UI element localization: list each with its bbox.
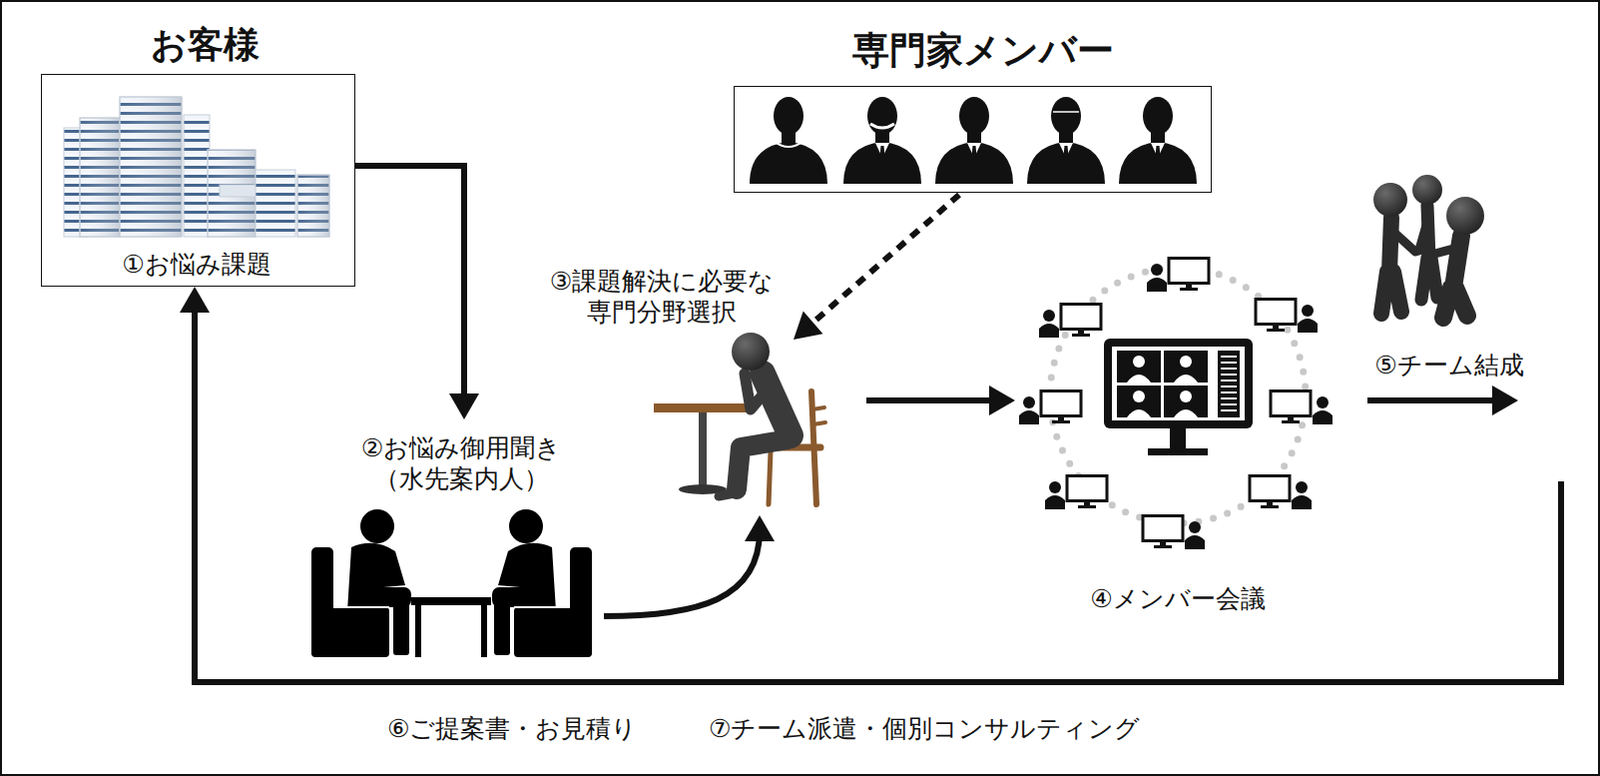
connector-line bbox=[355, 165, 465, 404]
arrow-head bbox=[449, 393, 480, 420]
arrow-head bbox=[989, 385, 1016, 416]
connector-line bbox=[1367, 397, 1503, 404]
flow-arrow bbox=[603, 515, 775, 616]
arrow-head bbox=[1492, 385, 1519, 416]
arrow-head bbox=[744, 515, 775, 541]
step-text: ①お悩み課題 bbox=[51, 248, 342, 280]
meeting-table bbox=[411, 596, 492, 657]
flow-arrow bbox=[1367, 385, 1519, 416]
online-meeting-illustration bbox=[1019, 258, 1333, 550]
group-heading: 専門家メンバー bbox=[818, 27, 1148, 74]
building-illustration bbox=[63, 96, 330, 237]
arrow-head bbox=[179, 286, 210, 313]
flow-arrow bbox=[355, 165, 480, 420]
flow-arrow bbox=[866, 385, 1016, 416]
group-heading: お客様 bbox=[104, 21, 305, 67]
expert-box: 専門家メンバー bbox=[733, 85, 1212, 193]
arrow-head bbox=[793, 311, 823, 340]
connector-line bbox=[866, 397, 1000, 404]
customer-box: お客様①お悩み課題 bbox=[40, 73, 356, 287]
step-caption: ⑥ご提案書・お見積り bbox=[383, 712, 641, 744]
step-text: ⑤チーム結成 bbox=[1361, 349, 1538, 381]
step-area: ⑤チーム結成 bbox=[1372, 174, 1568, 482]
flow-arrow bbox=[179, 286, 1562, 682]
connector-line bbox=[805, 194, 960, 330]
dashed-arrow bbox=[793, 194, 960, 340]
step-text: ③課題解決に必要な 専門分野選択 bbox=[531, 265, 793, 329]
connector-line bbox=[603, 531, 760, 616]
step-area: ④メンバー会議 bbox=[1015, 249, 1368, 619]
consultation-illustration bbox=[311, 509, 412, 657]
step-text: ④メンバー会議 bbox=[1067, 582, 1288, 614]
step-text: ②お悩み御用聞き （水先案内人） bbox=[326, 432, 596, 496]
expert-silhouettes bbox=[749, 96, 1197, 184]
step-area: ②お悩み御用聞き （水先案内人） bbox=[311, 419, 604, 661]
consultation-illustration bbox=[492, 509, 592, 657]
thinking-person-illustration bbox=[653, 332, 826, 505]
team-illustration bbox=[1373, 174, 1485, 318]
step-caption: ⑦チーム派遣・個別コンサルティング bbox=[704, 712, 1144, 744]
step-area: ③課題解決に必要な 専門分野選択 bbox=[662, 339, 867, 516]
connector-line bbox=[194, 302, 1562, 682]
